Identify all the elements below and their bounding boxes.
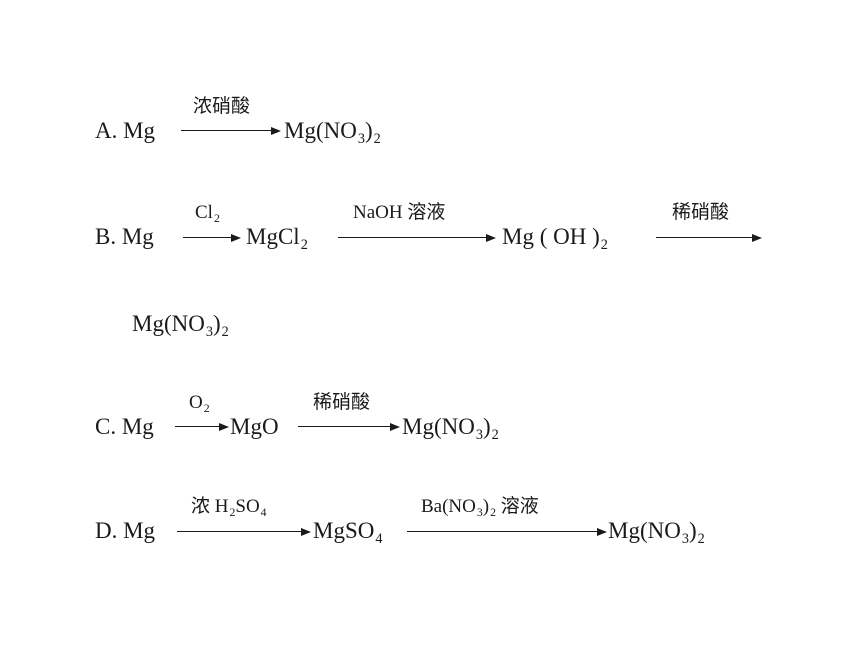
option-b-product: Mg(NO3)2 (132, 311, 229, 340)
option-a-product: Mg(NO3)2 (284, 118, 381, 147)
option-c-arrow-2 (298, 421, 400, 433)
option-d-arrow-1 (177, 526, 311, 538)
option-b-reagent-1-label: Cl2 (195, 202, 220, 226)
option-d-reagent-1-label: 浓 H2SO4 (191, 496, 267, 520)
option-b-intermediate-2: Mg ( OH )2 (502, 224, 608, 253)
option-b-arrow-3 (656, 232, 762, 244)
option-c-reagent-1-label: O2 (189, 392, 210, 416)
option-a-arrow-1 (181, 125, 281, 137)
option-d-reagent-2-label: Ba(NO3)2 溶液 (421, 496, 539, 520)
option-b-arrow-2 (338, 232, 496, 244)
option-b-reagent-2-label: NaOH 溶液 (353, 202, 446, 223)
option-d-product: Mg(NO3)2 (608, 518, 705, 547)
option-d-arrow-2 (407, 526, 607, 538)
option-a-prefix: A. Mg (95, 118, 156, 143)
option-d-prefix: D. Mg (95, 518, 156, 543)
option-c-intermediate: MgO (230, 414, 279, 439)
option-b-arrow-1 (183, 232, 241, 244)
option-c-prefix: C. Mg (95, 414, 154, 439)
option-c-reagent-2-label: 稀硝酸 (313, 392, 371, 413)
option-c-product: Mg(NO3)2 (402, 414, 499, 443)
option-a-reagent-label: 浓硝酸 (193, 96, 251, 117)
option-b-intermediate-1: MgCl2 (246, 224, 308, 253)
option-c-arrow-1 (175, 421, 229, 433)
option-d-intermediate: MgSO4 (313, 518, 383, 547)
option-b-reagent-3-label: 稀硝酸 (672, 202, 730, 223)
option-b-prefix: B. Mg (95, 224, 154, 249)
